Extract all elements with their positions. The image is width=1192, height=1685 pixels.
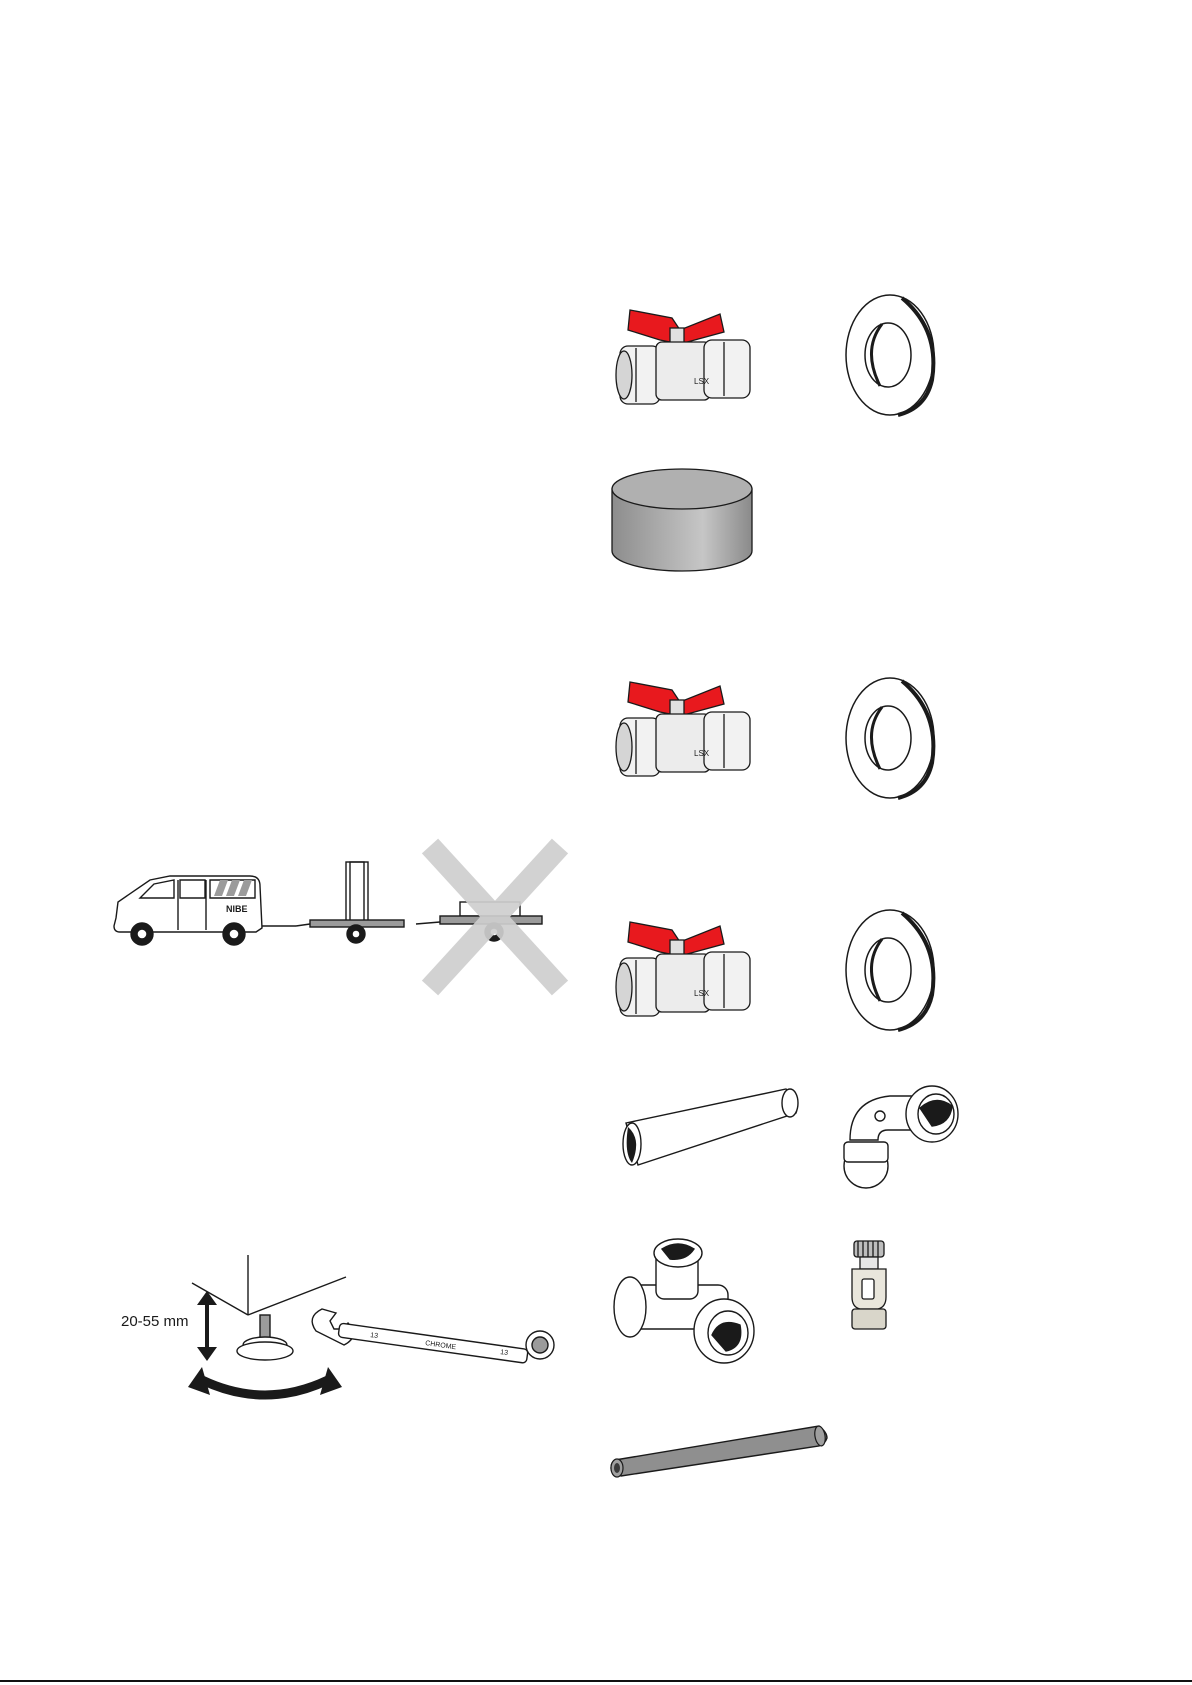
wrench-mark-right: 13 (500, 1349, 509, 1357)
wrench-icon: 13 CHROME 13 (312, 1309, 554, 1363)
tee-fitting-illustration (608, 1235, 760, 1375)
levelling-foot-illustration: 13 CHROME 13 (180, 1255, 570, 1425)
rotate-arrow-icon (188, 1367, 342, 1395)
van-illustration: NIBE (114, 876, 296, 945)
transport-illustration: NIBE (110, 840, 570, 1000)
valve-body-mark: LSX (694, 749, 710, 758)
height-arrow-icon (197, 1291, 217, 1361)
support-sleeve-illustration (618, 1083, 803, 1175)
trailer-upright-illustration (296, 862, 404, 943)
washer-illustration-1 (840, 290, 950, 420)
ball-valve-illustration-2: LSX (600, 672, 760, 782)
elbow-fitting-illustration (840, 1080, 965, 1192)
van-logo: NIBE (226, 904, 248, 914)
page-bottom-rule (0, 1680, 1192, 1682)
valve-body-mark: LSX (694, 377, 710, 386)
height-adjustment-label: 20-55 mm (121, 1313, 189, 1330)
ball-valve-illustration-1: LSX (600, 300, 760, 410)
filter-cylinder-illustration (608, 465, 756, 573)
ball-valve-illustration-3: LSX (600, 912, 760, 1022)
insulation-tube-illustration (607, 1418, 832, 1483)
washer-illustration-3 (840, 905, 950, 1035)
wrench-mark-left: 13 (370, 1332, 379, 1340)
washer-illustration-2 (840, 673, 950, 803)
safety-valve-illustration (840, 1237, 900, 1337)
valve-body-mark: LSX (694, 989, 710, 998)
